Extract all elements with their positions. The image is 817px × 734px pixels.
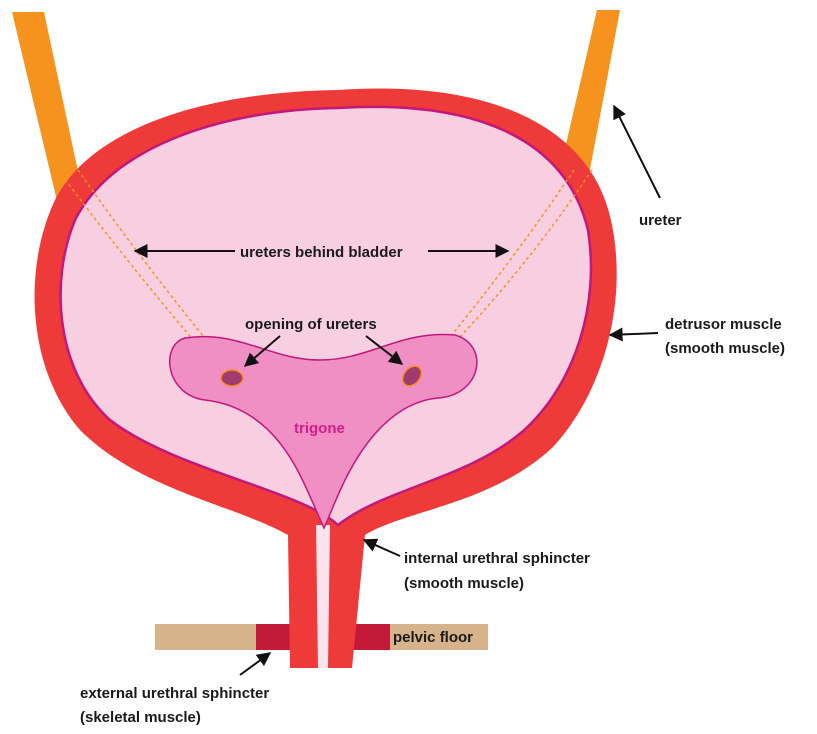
urethra-lumen <box>316 525 330 668</box>
label-ureters-behind: ureters behind bladder <box>240 244 403 261</box>
label-external-2: (skeletal muscle) <box>80 709 201 726</box>
label-detrusor-2: (smooth muscle) <box>665 340 785 357</box>
label-pelvic-floor: pelvic floor <box>393 629 473 646</box>
label-internal-2: (smooth muscle) <box>404 575 524 592</box>
label-internal-1: internal urethral sphincter <box>404 550 590 567</box>
label-detrusor-1: detrusor muscle <box>665 316 782 333</box>
label-ureter: ureter <box>639 212 682 229</box>
left-ureter-opening <box>221 370 243 386</box>
arrow-internal <box>364 540 400 556</box>
arrow-detrusor <box>610 333 658 335</box>
label-opening: opening of ureters <box>245 316 377 333</box>
arrow-ureter <box>614 106 660 198</box>
label-external-1: external urethral sphincter <box>80 685 269 702</box>
arrow-external <box>240 653 270 675</box>
label-trigone: trigone <box>294 420 345 437</box>
